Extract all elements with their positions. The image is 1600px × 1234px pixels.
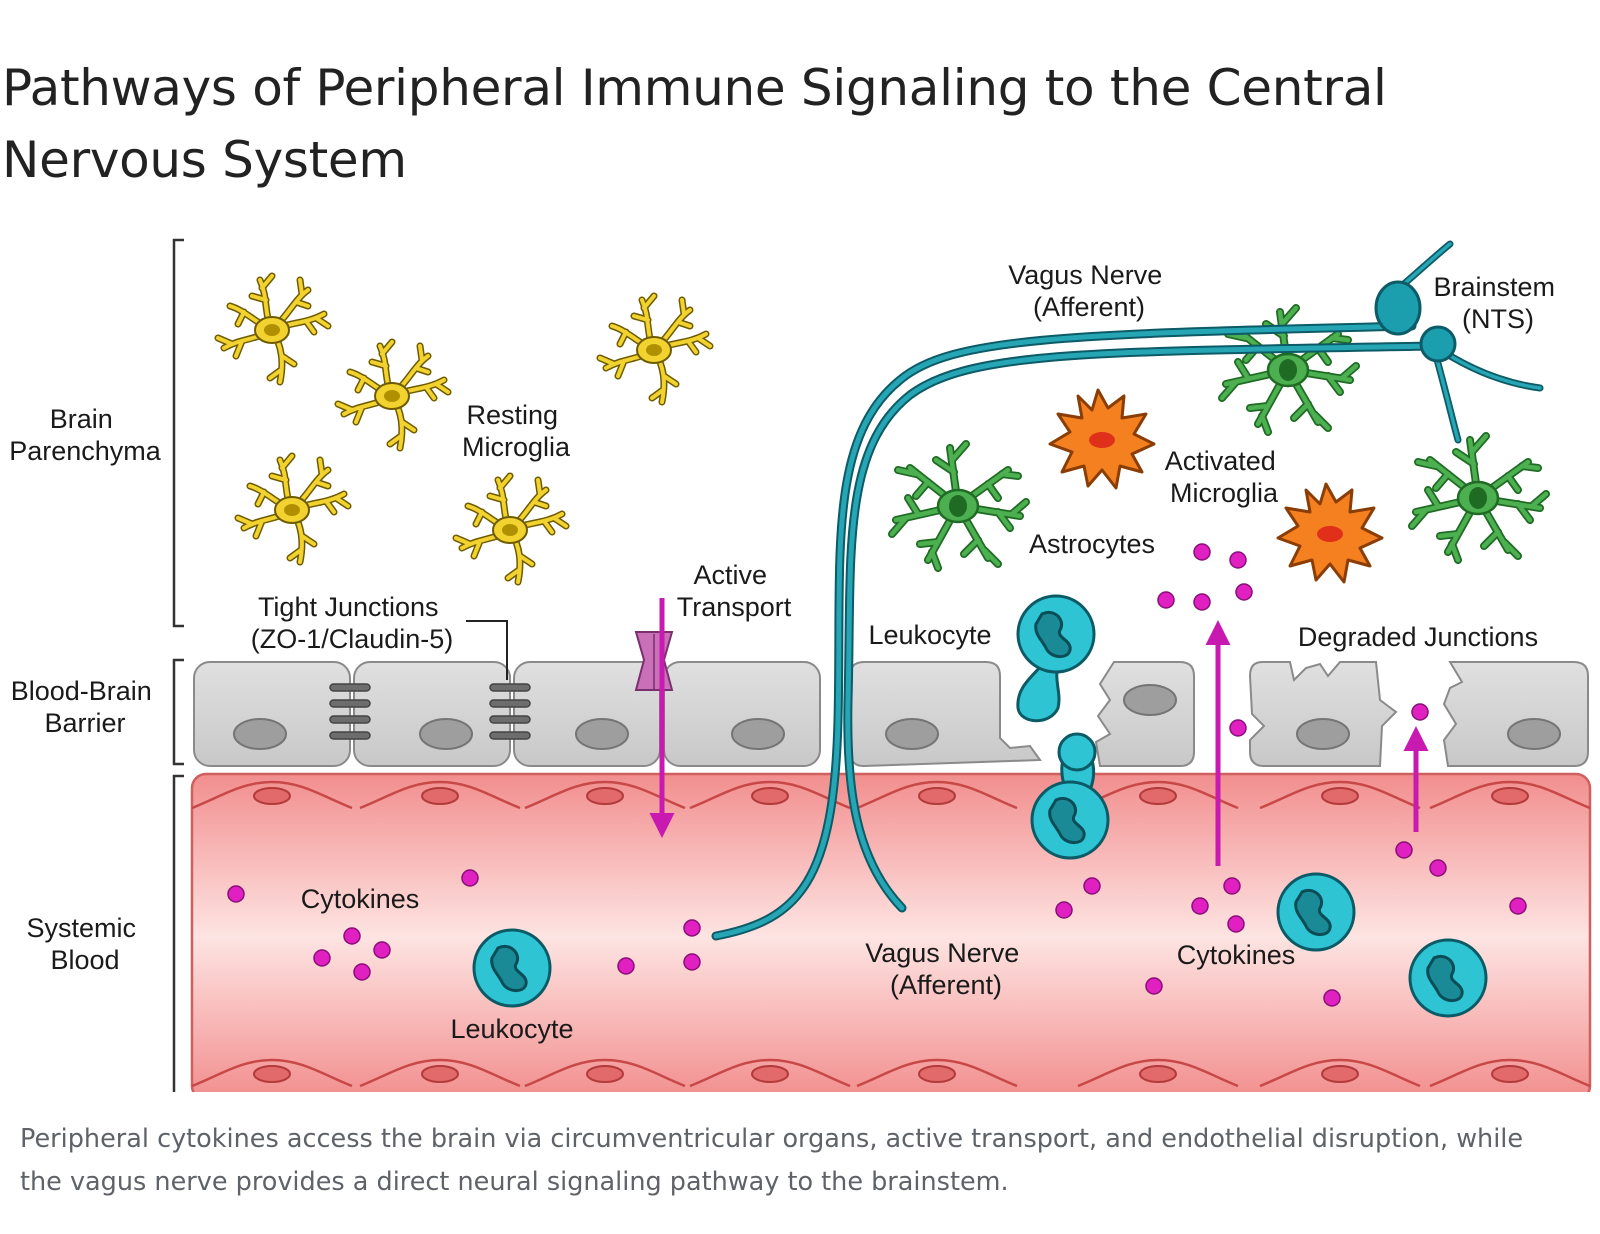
cytokine	[1395, 841, 1413, 859]
tight-junction-strands	[329, 683, 531, 740]
endothelial-cell	[1442, 661, 1589, 767]
region-label-brain-parenchyma: Brain Parenchyma	[9, 404, 162, 466]
endothelial-cell	[193, 661, 351, 767]
cytokine	[1411, 703, 1429, 721]
caption-line-1: Peripheral cytokines access the brain vi…	[20, 1124, 1524, 1154]
title-line-1: Pathways of Peripheral Immune Signaling …	[2, 59, 1387, 117]
resting-microglia-group	[218, 276, 710, 582]
bbb-endothelial-cells	[193, 661, 1589, 768]
blood-vessel	[190, 772, 1592, 1092]
endothelial-cell	[353, 661, 511, 767]
cytokine	[1191, 897, 1209, 915]
tight-junction-leader	[466, 620, 508, 680]
cytokine	[227, 885, 245, 903]
cytokine	[683, 953, 701, 971]
immune-signaling-diagram: Brain Parenchyma Blood-Brain Barrier Sys…	[9, 238, 1592, 1092]
cytokine	[353, 963, 371, 981]
cytokine	[617, 957, 635, 975]
cytokine	[1193, 593, 1211, 611]
label-active-transport: Active Transport	[677, 560, 792, 622]
label-activated-microglia: Activated Microglia	[1165, 446, 1284, 508]
cytokine	[1083, 877, 1101, 895]
cytokine	[1227, 915, 1245, 933]
endothelial-cell	[1248, 661, 1398, 767]
cytokine	[461, 869, 479, 887]
bracket-brain-parenchyma	[172, 238, 184, 628]
label-vagus-bottom: Vagus Nerve (Afferent)	[865, 938, 1027, 1000]
cytokine	[313, 949, 331, 967]
label-leukocyte-blood: Leukocyte	[450, 1014, 573, 1044]
region-brackets	[172, 238, 184, 1092]
figure-caption: Peripheral cytokines access the brain vi…	[20, 1118, 1570, 1204]
endothelial-cell	[513, 661, 661, 767]
brainstem-nts-neurons	[1374, 280, 1457, 363]
label-vagus-top: Vagus Nerve (Afferent)	[1008, 260, 1170, 322]
label-brainstem: Brainstem (NTS)	[1433, 272, 1562, 334]
endothelial-cell	[663, 661, 821, 767]
label-cytokines-right: Cytokines	[1177, 940, 1296, 970]
cytokine	[1145, 977, 1163, 995]
bracket-systemic-blood	[172, 774, 184, 1092]
vagus-nerve	[711, 240, 1544, 941]
cytokine	[1323, 989, 1341, 1007]
cytokine	[1429, 859, 1447, 877]
cytokine	[343, 927, 361, 945]
cytokine	[1229, 551, 1247, 569]
label-degraded-junctions: Degraded Junctions	[1298, 622, 1538, 652]
page-title: Pathways of Peripheral Immune Signaling …	[2, 52, 1502, 196]
cytokine	[1235, 583, 1253, 601]
cytokine	[1229, 719, 1247, 737]
title-line-2: Nervous System	[2, 131, 407, 189]
cytokine	[683, 919, 701, 937]
cytokine	[1193, 543, 1211, 561]
cytokine	[1509, 897, 1527, 915]
label-leukocyte-bbb: Leukocyte	[868, 620, 991, 650]
cytokine	[1055, 901, 1073, 919]
cytokine-particles	[227, 543, 1527, 1007]
label-astrocytes: Astrocytes	[1029, 529, 1155, 559]
label-cytokines-left: Cytokines	[301, 884, 420, 914]
leukocyte-transmigrating	[1016, 594, 1110, 860]
cytokine	[1157, 591, 1175, 609]
bracket-blood-brain-barrier	[172, 658, 184, 766]
label-resting-microglia: Resting Microglia	[462, 400, 571, 462]
region-label-systemic-blood: Systemic Blood	[26, 913, 143, 975]
endothelial-cell	[849, 661, 1042, 768]
cytokine	[373, 941, 391, 959]
cytokine	[1223, 877, 1241, 895]
caption-line-2: the vagus nerve provides a direct neural…	[20, 1167, 1009, 1197]
region-label-blood-brain-barrier: Blood-Brain Barrier	[11, 676, 160, 738]
label-tight-junctions: Tight Junctions (ZO-1/Claudin-5)	[251, 592, 454, 654]
